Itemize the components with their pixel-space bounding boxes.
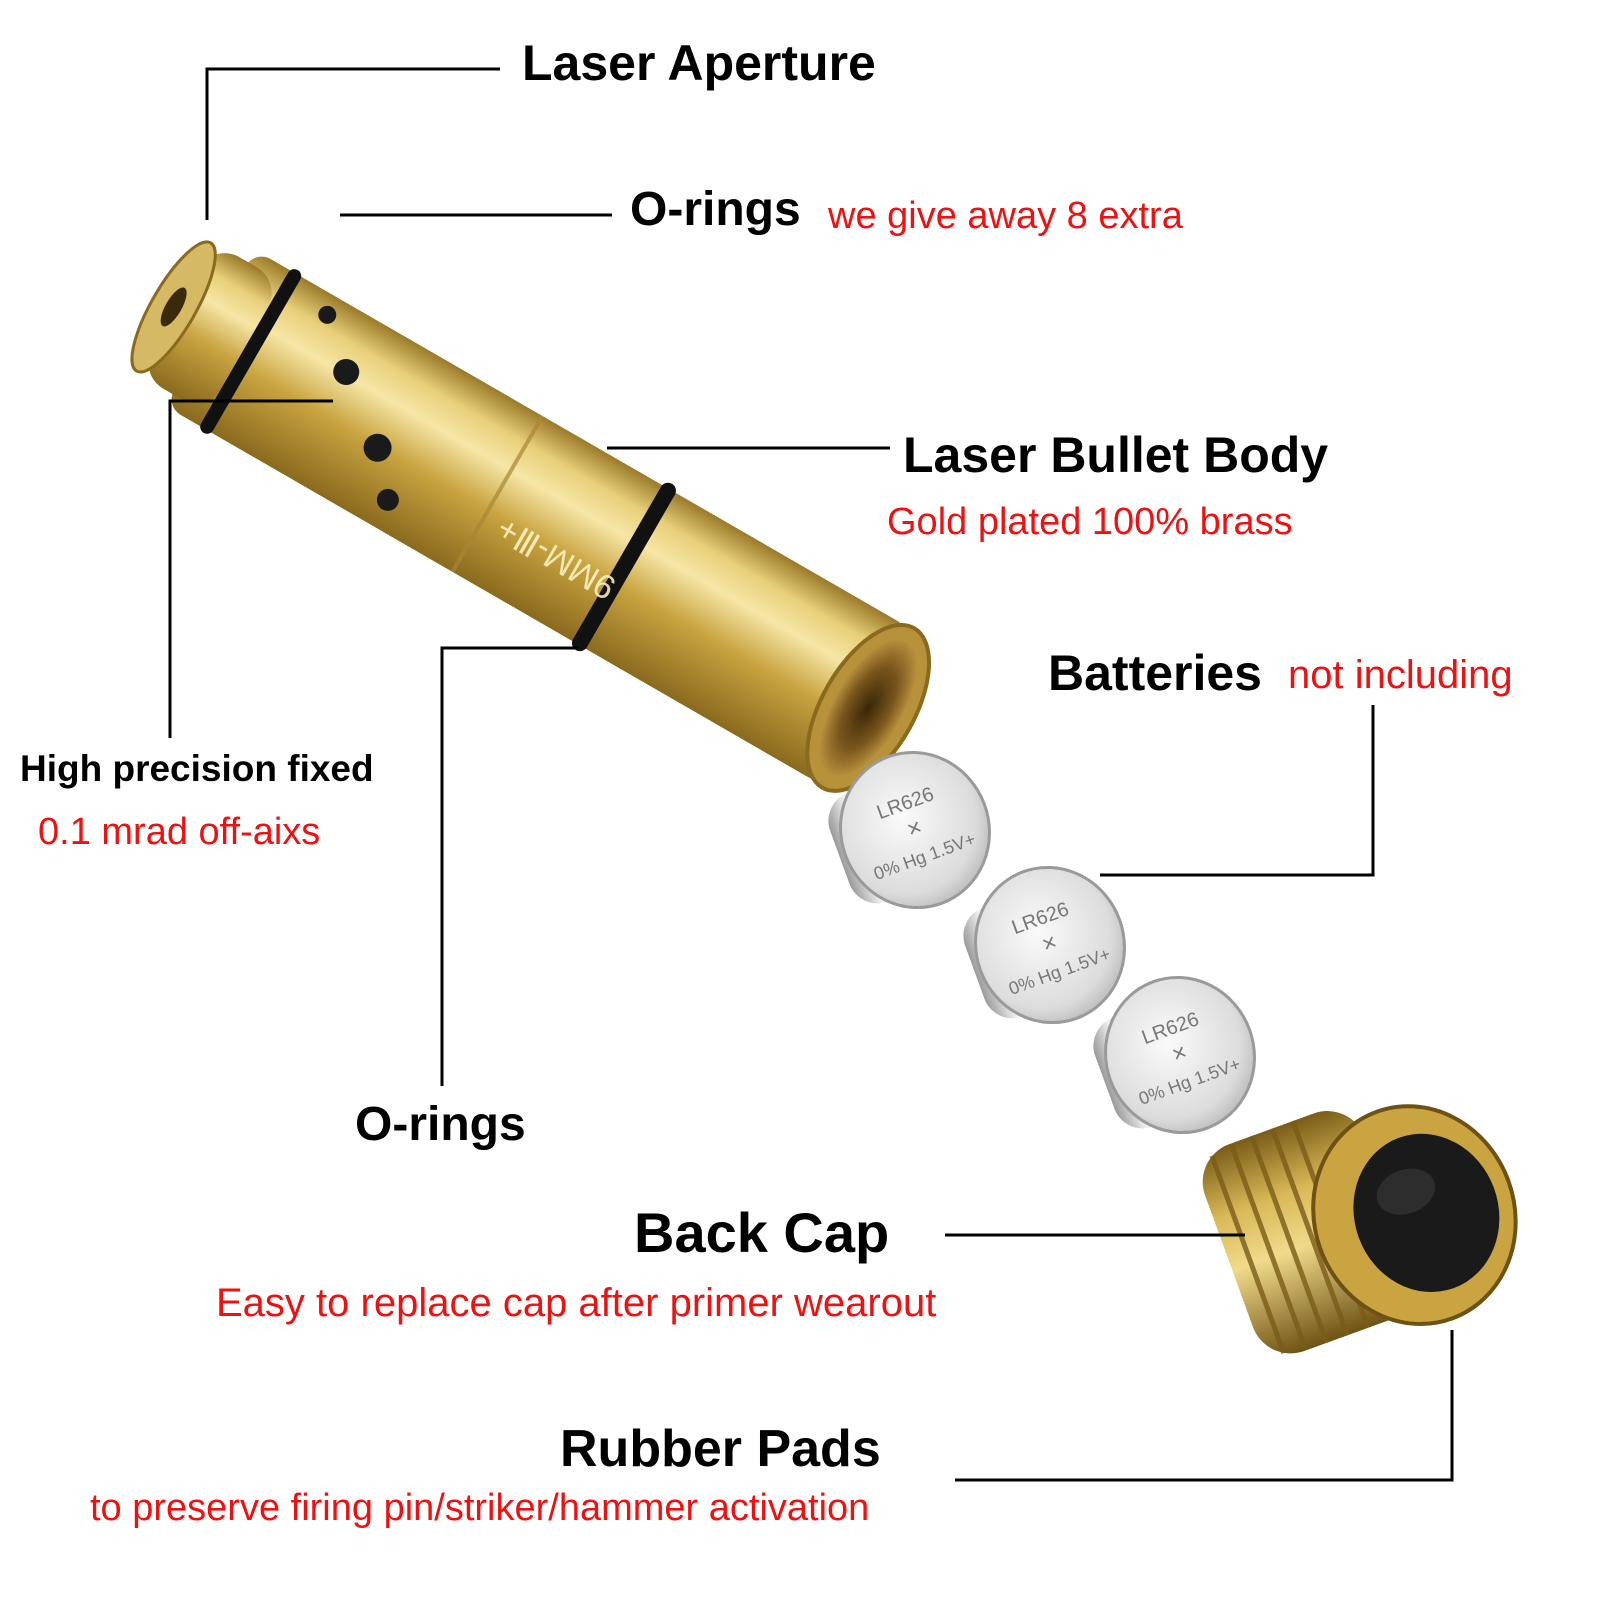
rubber-pad-highlight: [1376, 1168, 1436, 1215]
battery-1: LR626 × 0% Hg 1.5V+: [828, 750, 991, 910]
threaded-bore: [820, 639, 917, 776]
battery-2: LR626 × 0% Hg 1.5V+: [963, 865, 1126, 1025]
leader-high-precision: [168, 399, 333, 738]
rear-o-ring: [571, 482, 676, 652]
adjust-screw-hole: [333, 358, 360, 385]
high-precision-note: 0.1 mrad off-aixs: [38, 811, 321, 853]
back-cap-note: Easy to replace cap after primer wearout: [216, 1281, 937, 1325]
laser-aperture-hole: [160, 287, 187, 327]
adjust-screw-hole: [363, 433, 392, 462]
leader-lines: [168, 67, 1454, 1482]
laser-bullet-body: 9MM-Ⅲ+: [130, 240, 932, 793]
leader-rubber-pads: [955, 1330, 1454, 1482]
leader-batteries: [1100, 705, 1375, 877]
body-step: [450, 415, 545, 573]
leader-laser-aperture: [205, 67, 500, 220]
bullet-tube: [171, 256, 907, 780]
bullet-nose: [148, 253, 272, 403]
orings-top-note: we give away 8 extra: [828, 195, 1183, 237]
back-cap: [1202, 1104, 1518, 1354]
rubber-pads-label: Rubber Pads: [560, 1420, 881, 1478]
adjust-screw-hole: [376, 488, 399, 511]
orings-bottom-label: O-rings: [355, 1098, 526, 1151]
batteries-note: not including: [1288, 653, 1513, 697]
leader-orings-bottom: [440, 646, 578, 1086]
orings-top-label: O-rings: [630, 183, 801, 236]
front-o-ring: [200, 269, 302, 434]
laser-bullet-body-label: Laser Bullet Body: [903, 427, 1329, 483]
battery-face: [974, 865, 1126, 1025]
battery-3: LR626 × 0% Hg 1.5V+: [1093, 975, 1256, 1135]
adjust-screw-hole: [318, 305, 337, 324]
high-precision-label: High precision fixed: [20, 748, 374, 789]
back-cap-label: Back Cap: [634, 1201, 890, 1264]
rubber-pad: [1353, 1133, 1500, 1292]
laser-bullet-body-note: Gold plated 100% brass: [887, 501, 1293, 543]
battery-face: [1104, 975, 1256, 1135]
laser-aperture-label: Laser Aperture: [522, 35, 876, 91]
rubber-pads-note: to preserve firing pin/striker/hammer ac…: [90, 1487, 870, 1529]
battery-face: [839, 750, 991, 910]
batteries-label: Batteries: [1048, 645, 1262, 701]
